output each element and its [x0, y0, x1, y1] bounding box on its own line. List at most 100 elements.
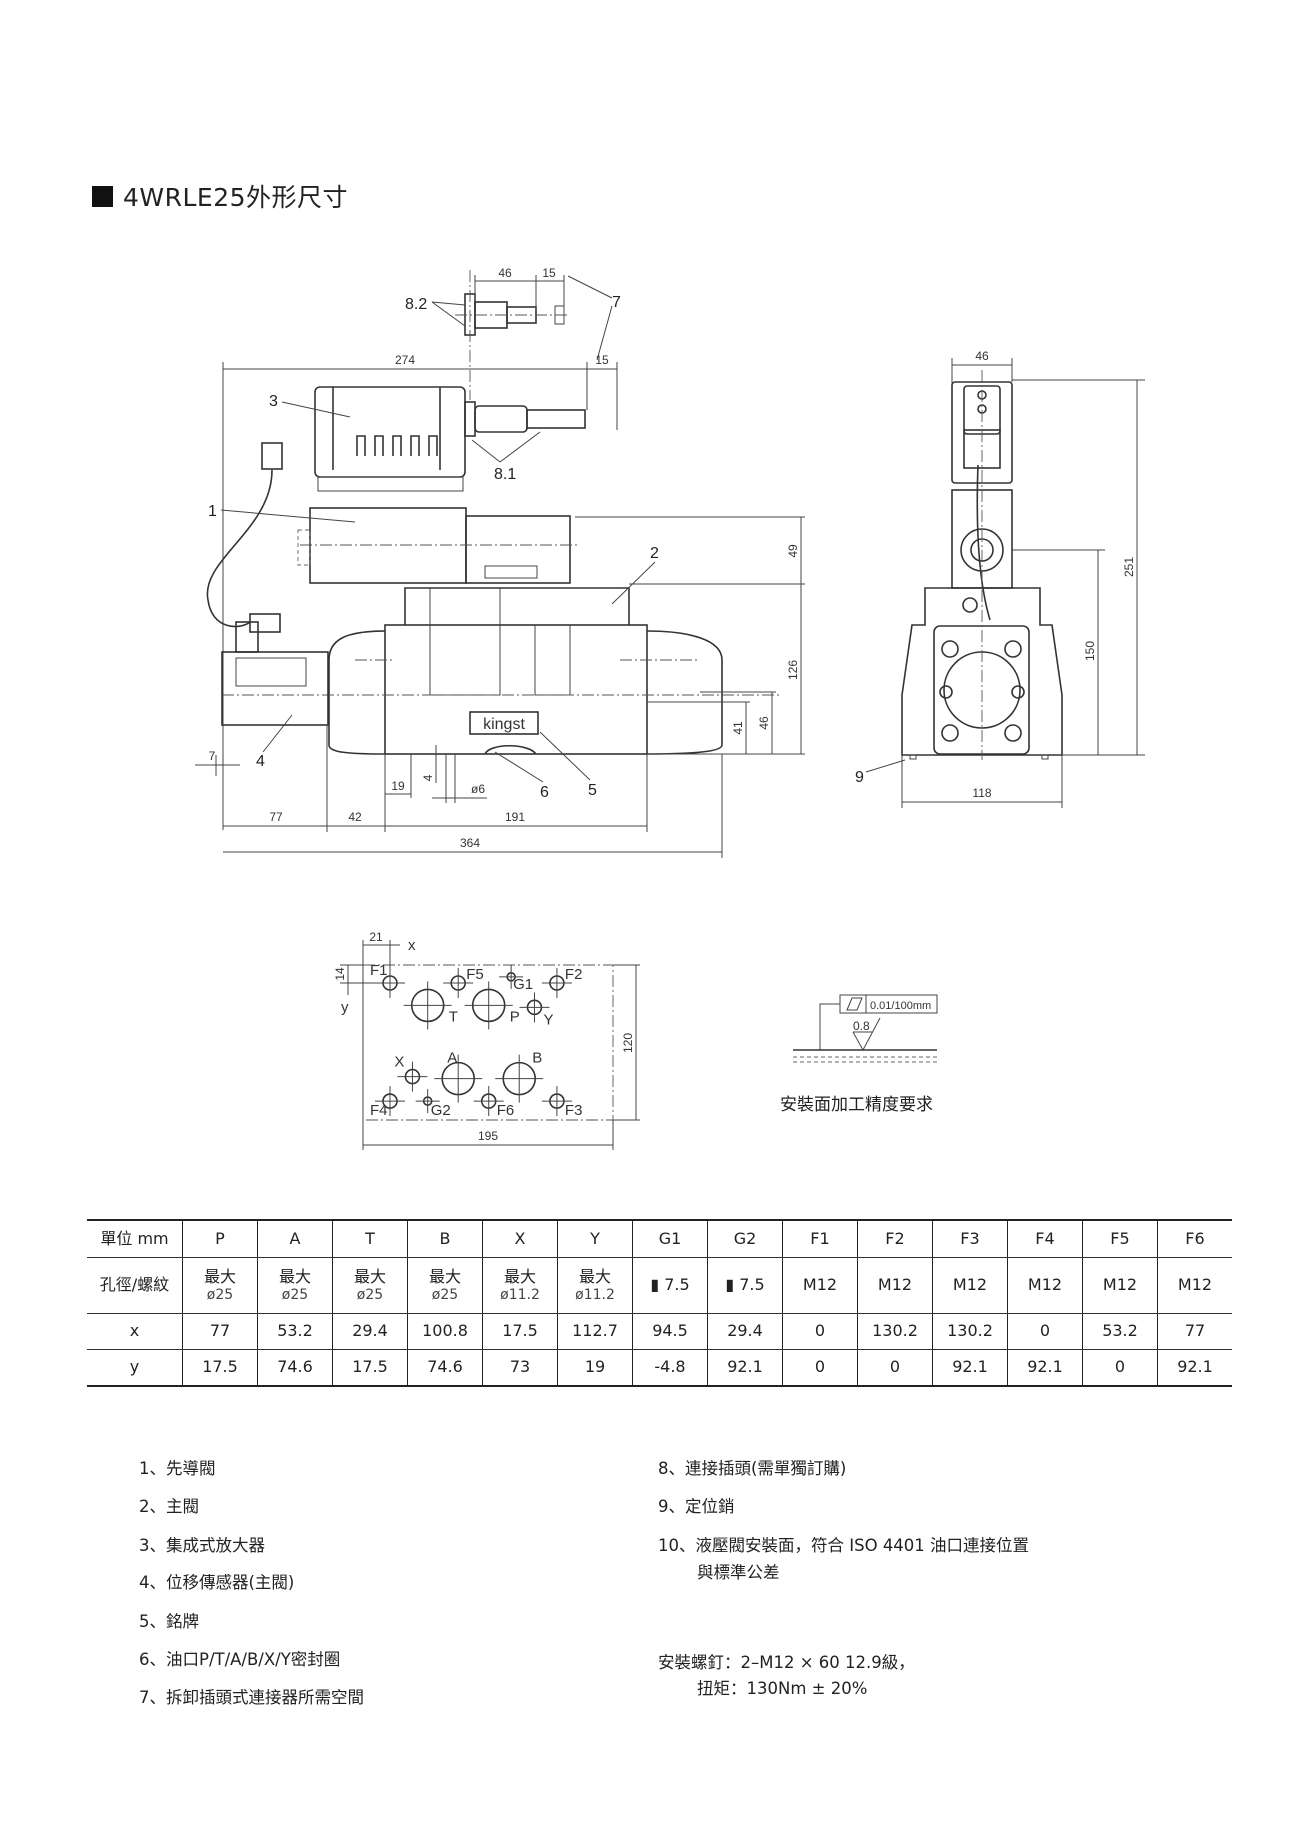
port-label-F3: F3 [565, 1102, 583, 1119]
size-cell-F6: M12 [1157, 1257, 1232, 1314]
x-cell-G2: 29.4 [707, 1313, 783, 1350]
side-main-body [901, 587, 1063, 756]
x-cell-Y: 112.7 [557, 1313, 633, 1350]
y-cell-F6: 92.1 [1157, 1349, 1232, 1387]
title-square-icon [92, 185, 113, 207]
y-cell-F4: 92.1 [1007, 1349, 1083, 1387]
dim-274: 274 [395, 353, 415, 367]
size-main: 最大 [278, 1267, 311, 1287]
header-port-Y: Y [557, 1219, 633, 1258]
x-cell-F1: 0 [782, 1313, 858, 1350]
dim-phi6: ø6 [471, 782, 485, 796]
header-port-F1: F1 [782, 1219, 858, 1258]
dim-14: 14 [333, 967, 347, 981]
port-label-T: T [449, 1008, 458, 1025]
dim-15-top: 15 [542, 266, 556, 280]
callout-3: 3 [269, 393, 278, 410]
callout-2: 2 [650, 545, 659, 562]
size-cell-G1: ▮ 7.5 [632, 1257, 708, 1314]
torque-note: 扭矩：130Nm ± 20% [697, 1679, 868, 1698]
port-label-X: X [394, 1054, 404, 1071]
dim-77: 77 [269, 810, 283, 824]
size-main: 最大 [353, 1267, 386, 1287]
header-port-T: T [332, 1219, 408, 1258]
title-text: 4WRLE25外形尺寸 [123, 183, 349, 212]
header-port-F6: F6 [1157, 1219, 1232, 1258]
mounting-bolts-note: 安裝螺釘：2–M12 × 60 12.9級， [658, 1653, 915, 1672]
callout-6: 6 [540, 784, 549, 801]
size-main: 最大 [203, 1267, 236, 1287]
pilot-valve [309, 507, 467, 584]
callout-9: 9 [855, 769, 864, 786]
main-valve-top [404, 587, 630, 625]
note-8: 8、連接插頭(需單獨訂購) [658, 1459, 847, 1478]
x-cell-X: 17.5 [482, 1313, 558, 1350]
y-cell-G1: -4.8 [632, 1349, 708, 1387]
header-port-G2: G2 [707, 1219, 783, 1258]
port-label-Y: Y [543, 1011, 553, 1028]
size-main: 最大 [503, 1267, 536, 1287]
note-5: 5、銘牌 [139, 1612, 199, 1631]
dim-120: 120 [621, 1033, 635, 1053]
port-label-G2: G2 [431, 1102, 451, 1119]
size-main: M12 [1027, 1275, 1063, 1295]
size-cell-G2: ▮ 7.5 [707, 1257, 783, 1314]
dim-126: 126 [786, 660, 800, 680]
dim-46-top: 46 [498, 266, 512, 280]
port-label-F4: F4 [370, 1102, 388, 1119]
y-cell-F2: 0 [857, 1349, 933, 1387]
note-3: 3、集成式放大器 [139, 1536, 265, 1555]
pilot-valve-extension [465, 515, 571, 584]
y-cell-G2: 92.1 [707, 1349, 783, 1387]
row-label-size: 孔徑/螺紋 [87, 1257, 183, 1314]
header-port-F2: F2 [857, 1219, 933, 1258]
size-cell-F4: M12 [1007, 1257, 1083, 1314]
dim-21: 21 [369, 930, 383, 944]
size-diameter: ø11.2 [500, 1286, 540, 1303]
header-port-G1: G1 [632, 1219, 708, 1258]
subplate-outline [362, 964, 614, 1121]
y-cell-A: 74.6 [257, 1349, 333, 1387]
row-label-y: y [87, 1349, 183, 1387]
size-diameter: ø11.2 [575, 1286, 615, 1303]
size-diameter: ø25 [431, 1286, 459, 1303]
side-dim-251: 251 [1122, 557, 1136, 577]
dim-7: 7 [209, 749, 216, 763]
y-cell-P: 17.5 [182, 1349, 258, 1387]
port-label-B: B [532, 1050, 542, 1067]
size-cell-F1: M12 [782, 1257, 858, 1314]
header-port-P: P [182, 1219, 258, 1258]
port-label-F6: F6 [497, 1102, 515, 1119]
integrated-amplifier [314, 386, 466, 478]
size-main: M12 [877, 1275, 913, 1295]
dim-42: 42 [348, 810, 362, 824]
dim-19: 19 [391, 779, 405, 793]
x-cell-F5: 53.2 [1082, 1313, 1158, 1350]
displacement-sensor [221, 651, 329, 726]
left-end-cap [328, 630, 386, 755]
amp-connector [261, 442, 283, 470]
roughness-value: 0.8 [853, 1019, 870, 1033]
dim-195: 195 [478, 1129, 498, 1143]
note-10-cont: 與標準公差 [697, 1563, 780, 1582]
size-diameter: ø25 [206, 1286, 234, 1303]
y-cell-T: 17.5 [332, 1349, 408, 1387]
note-4: 4、位移傳感器(主閥) [139, 1573, 295, 1592]
dim-191: 191 [505, 810, 525, 824]
size-main: ▮ 7.5 [725, 1275, 765, 1295]
port-label-F2: F2 [565, 966, 583, 983]
header-port-A: A [257, 1219, 333, 1258]
header-port-F5: F5 [1082, 1219, 1158, 1258]
size-main: M12 [802, 1275, 838, 1295]
header-port-F4: F4 [1007, 1219, 1083, 1258]
nameplate [469, 711, 539, 735]
header-port-F3: F3 [932, 1219, 1008, 1258]
side-dim-46: 46 [975, 349, 989, 363]
